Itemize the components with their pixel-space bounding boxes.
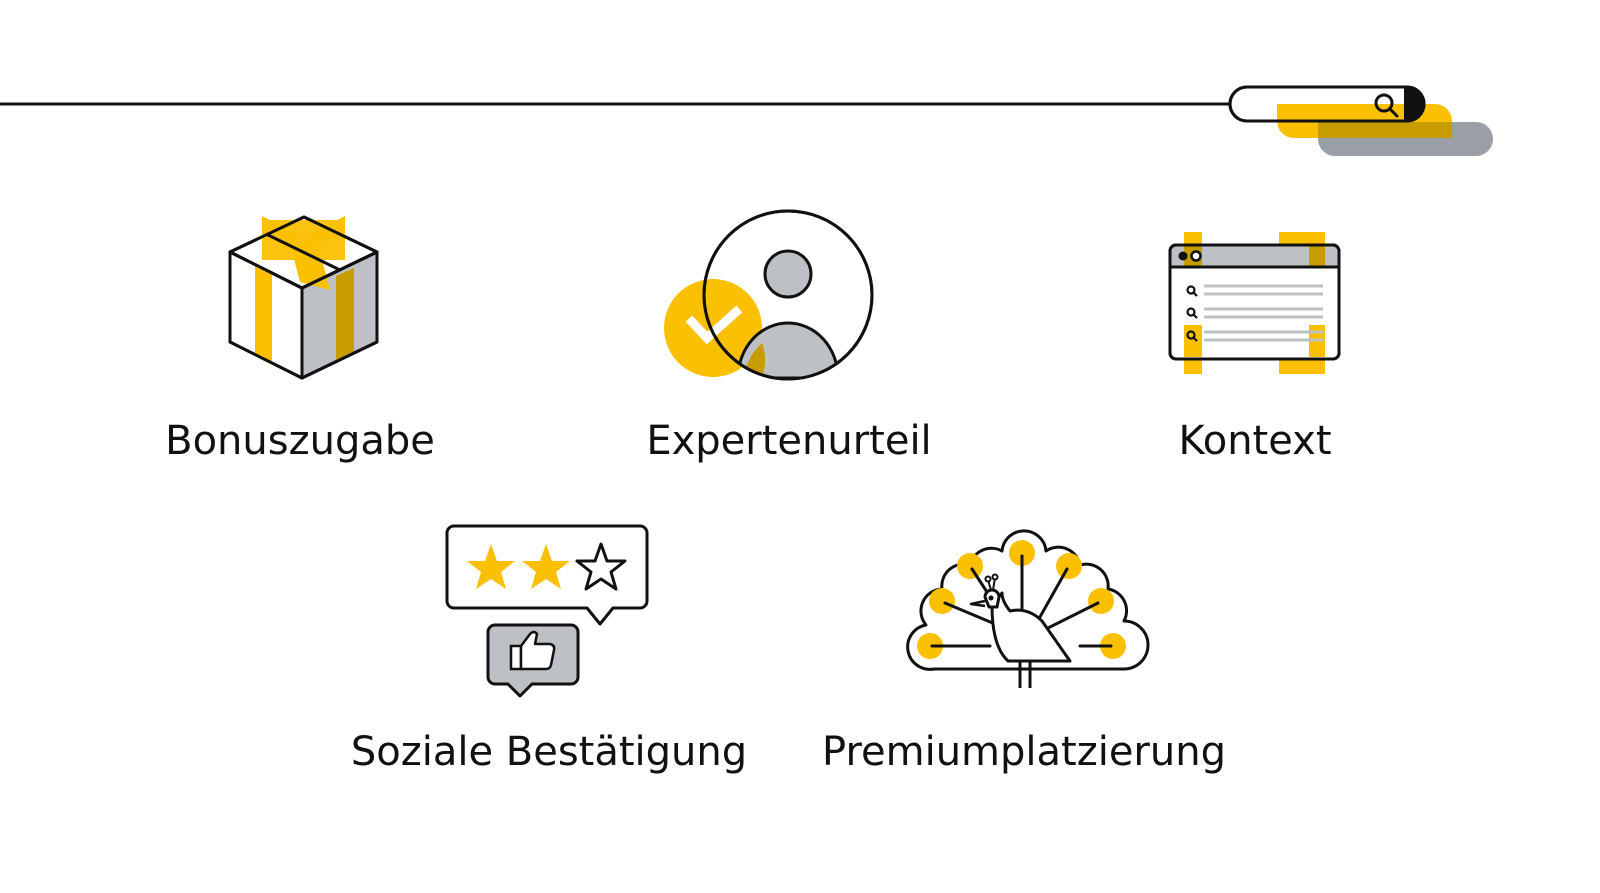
gift-box-icon: [228, 215, 379, 380]
search-bar-icon: [1228, 85, 1493, 156]
label-soziale-bestaetigung: Soziale Bestätigung: [350, 729, 748, 775]
peacock-icon: [906, 529, 1150, 688]
rating-thumbs-up-icon: [445, 524, 649, 698]
search-results-window-icon: [1168, 232, 1341, 374]
label-expertenurteil: Expertenurteil: [646, 418, 932, 464]
label-kontext: Kontext: [1178, 418, 1332, 464]
label-premiumplatzierung: Premiumplatzierung: [822, 729, 1226, 775]
label-bonuszugabe: Bonuszugabe: [165, 418, 435, 464]
expert-badge-icon: [664, 209, 874, 381]
